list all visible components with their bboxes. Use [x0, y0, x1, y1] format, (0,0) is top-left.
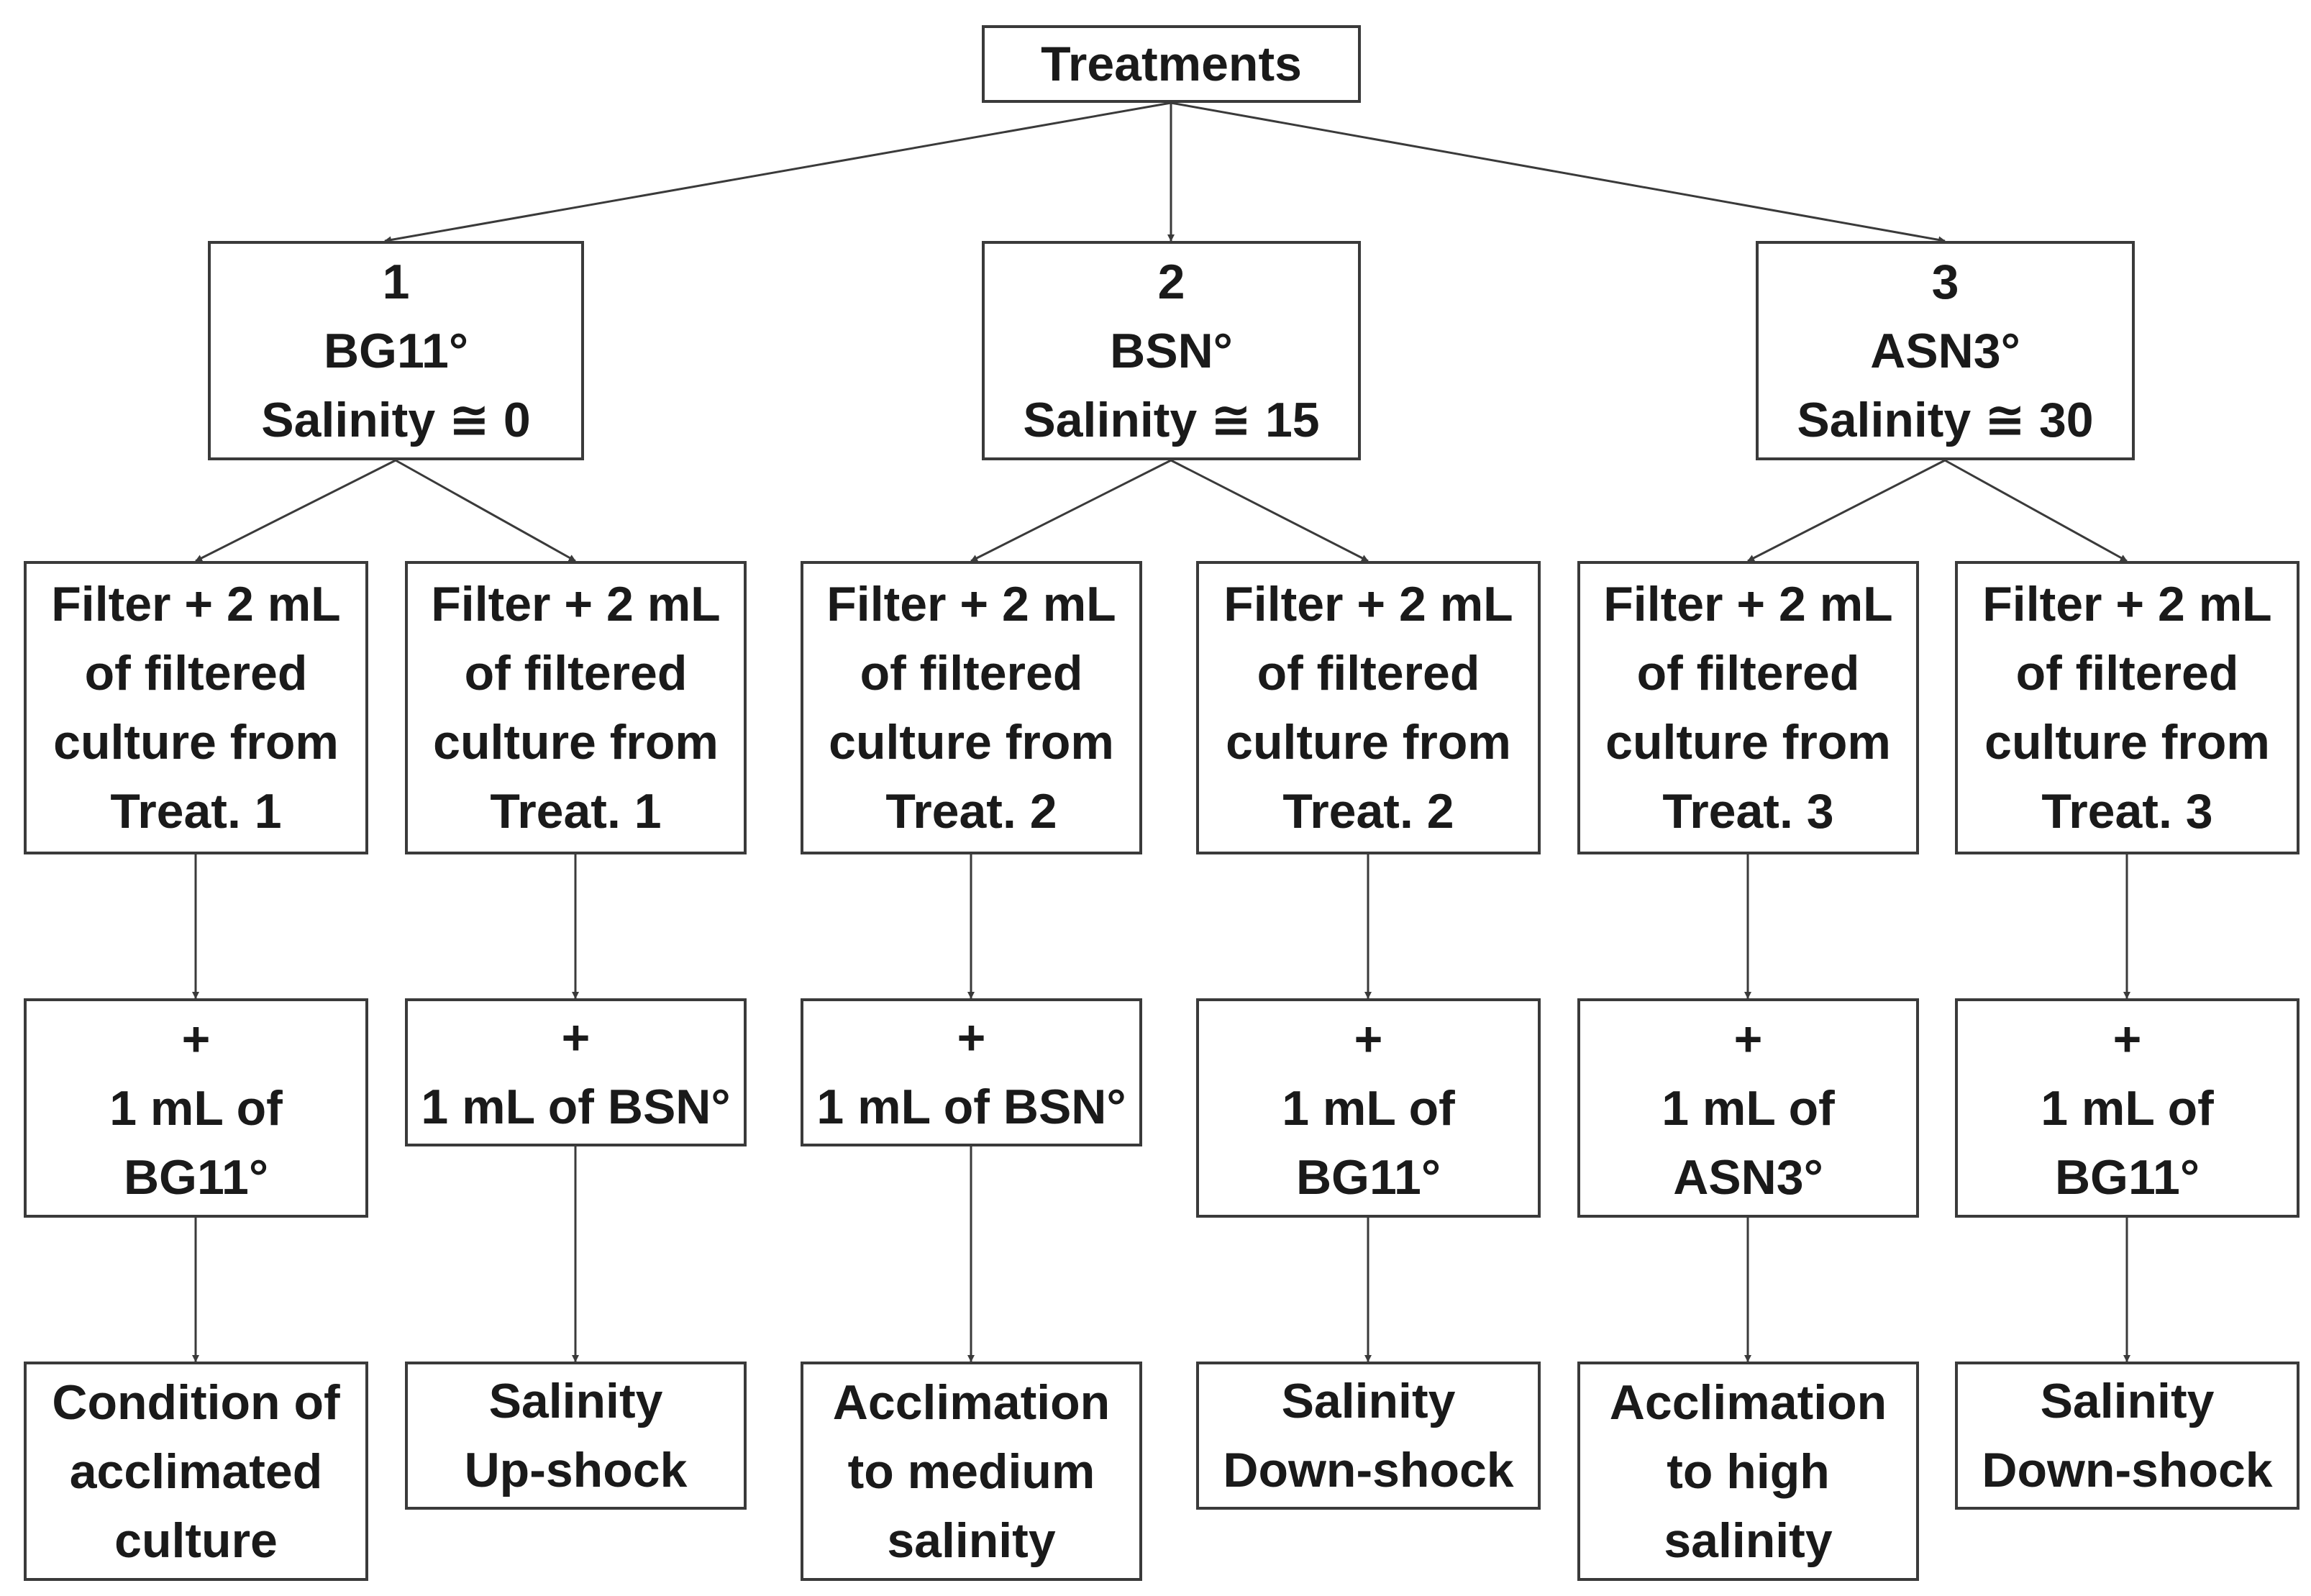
add-line: ASN3° — [1673, 1149, 1823, 1205]
connector-arrow — [395, 459, 576, 562]
result-line: to high — [1667, 1444, 1830, 1499]
treatment-3-medium: ASN3° — [1870, 323, 2020, 378]
result-box-2b: Salinity Down-shock — [1196, 1362, 1541, 1510]
treatment-2-salinity: Salinity ≅ 15 — [1023, 392, 1320, 447]
filter-line: culture from — [1984, 715, 2270, 770]
add-line: + — [1733, 1011, 1763, 1067]
filter-box-2b: Filter + 2 mL of filtered culture from T… — [1196, 561, 1541, 854]
add-line: BG11° — [2054, 1149, 2200, 1205]
result-line: Acclimation — [832, 1374, 1111, 1430]
treatment-3-box: 3 ASN3° Salinity ≅ 30 — [1756, 241, 2135, 460]
add-line: 1 mL of BSN° — [816, 1080, 1126, 1134]
filter-line: culture from — [433, 715, 719, 770]
treatment-1-salinity: Salinity ≅ 0 — [261, 392, 531, 447]
filter-line: culture from — [1605, 715, 1891, 770]
filter-box-1a: Filter + 2 mL of filtered culture from T… — [24, 561, 368, 854]
add-line: 1 mL of — [109, 1080, 283, 1136]
filter-line: Treat. 3 — [1662, 784, 1834, 839]
filter-box-1b: Filter + 2 mL of filtered culture from T… — [405, 561, 747, 854]
filter-line: Treat. 3 — [2041, 784, 2213, 839]
result-line: salinity — [887, 1513, 1056, 1568]
add-line: + — [1354, 1011, 1383, 1067]
filter-line: Treat. 1 — [490, 784, 662, 839]
add-box-1a: + 1 mL of BG11° — [24, 998, 368, 1218]
connector-arrow — [970, 459, 1172, 562]
result-line: Salinity — [2040, 1374, 2215, 1428]
filter-line: Filter + 2 mL — [51, 577, 341, 631]
connector-arrow — [384, 101, 1172, 244]
add-box-2b: + 1 mL of BG11° — [1196, 998, 1541, 1218]
filter-line: Filter + 2 mL — [1223, 577, 1513, 631]
filter-line: of filtered — [1636, 646, 1860, 701]
filter-line: of filtered — [464, 646, 688, 701]
filter-line: culture from — [829, 715, 1114, 770]
filter-box-2a: Filter + 2 mL of filtered culture from T… — [801, 561, 1142, 854]
connector-arrow — [1170, 101, 1946, 244]
result-line: culture — [114, 1513, 278, 1568]
result-line: Down-shock — [1223, 1443, 1514, 1497]
add-box-3b: + 1 mL of BG11° — [1955, 998, 2299, 1218]
add-box-3a: + 1 mL of ASN3° — [1577, 998, 1919, 1218]
add-box-2a: + 1 mL of BSN° — [801, 998, 1142, 1146]
add-line: 1 mL of — [1662, 1080, 1835, 1136]
result-line: salinity — [1664, 1513, 1833, 1568]
treatments-root-box: Treatments — [982, 25, 1361, 103]
connector-arrow — [1747, 459, 1946, 562]
filter-line: Filter + 2 mL — [431, 577, 721, 631]
result-box-2a: Acclimation to medium salinity — [801, 1362, 1142, 1581]
result-line: Up-shock — [464, 1443, 688, 1497]
connector-arrow — [1170, 459, 1369, 562]
filter-line: Filter + 2 mL — [1603, 577, 1893, 631]
result-line: acclimated — [69, 1444, 323, 1499]
add-line: BG11° — [123, 1149, 269, 1205]
add-line: + — [2112, 1011, 2142, 1067]
treatment-2-medium: BSN° — [1110, 323, 1233, 378]
treatments-root-label: Treatments — [1041, 37, 1302, 91]
add-line: 1 mL of BSN° — [421, 1080, 731, 1134]
treatment-1-medium: BG11° — [323, 323, 469, 378]
result-line: Salinity — [1281, 1374, 1456, 1428]
filter-box-3b: Filter + 2 mL of filtered culture from T… — [1955, 561, 2299, 854]
treatment-2-box: 2 BSN° Salinity ≅ 15 — [982, 241, 1361, 460]
add-box-1b: + 1 mL of BSN° — [405, 998, 747, 1146]
result-line: Acclimation — [1609, 1374, 1887, 1430]
connector-arrow — [1944, 459, 2128, 562]
result-line: Salinity — [488, 1374, 663, 1428]
treatment-2-number: 2 — [1157, 254, 1185, 309]
filter-line: Treat. 2 — [1282, 784, 1454, 839]
filter-line: culture from — [1226, 715, 1511, 770]
add-line: BG11° — [1295, 1149, 1441, 1205]
result-box-3b: Salinity Down-shock — [1955, 1362, 2299, 1510]
filter-line: Treat. 2 — [885, 784, 1057, 839]
treatment-1-number: 1 — [382, 254, 410, 309]
result-box-1a: Condition of acclimated culture — [24, 1362, 368, 1581]
add-line: 1 mL of — [1282, 1080, 1455, 1136]
filter-line: of filtered — [2015, 646, 2239, 701]
add-line: + — [181, 1011, 211, 1067]
treatment-3-salinity: Salinity ≅ 30 — [1797, 392, 2094, 447]
add-line: 1 mL of — [2041, 1080, 2214, 1136]
filter-box-3a: Filter + 2 mL of filtered culture from T… — [1577, 561, 1919, 854]
treatment-1-box: 1 BG11° Salinity ≅ 0 — [208, 241, 584, 460]
add-line: + — [561, 1011, 591, 1065]
add-line: + — [957, 1011, 986, 1065]
filter-line: Filter + 2 mL — [1982, 577, 2272, 631]
result-box-1b: Salinity Up-shock — [405, 1362, 747, 1510]
filter-line: of filtered — [860, 646, 1083, 701]
result-line: to medium — [847, 1444, 1095, 1499]
connector-arrow — [195, 459, 396, 562]
filter-line: culture from — [53, 715, 339, 770]
result-line: Down-shock — [1982, 1443, 2273, 1497]
filter-line: Treat. 1 — [110, 784, 282, 839]
filter-line: Filter + 2 mL — [826, 577, 1116, 631]
result-box-3a: Acclimation to high salinity — [1577, 1362, 1919, 1581]
treatment-3-number: 3 — [1931, 254, 1959, 309]
filter-line: of filtered — [84, 646, 308, 701]
filter-line: of filtered — [1257, 646, 1480, 701]
result-line: Condition of — [52, 1374, 340, 1430]
